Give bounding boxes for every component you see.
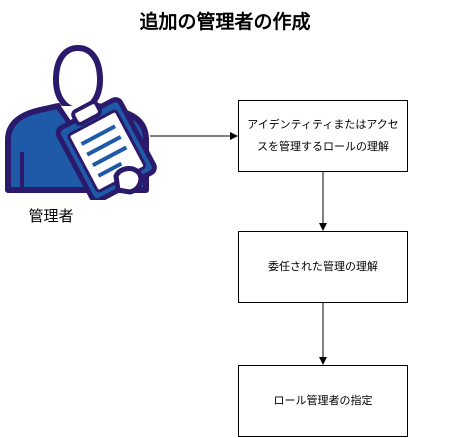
step-box-assign-role-administrator: ロール管理者の指定	[238, 365, 408, 437]
step-label: ロール管理者の指定	[273, 394, 373, 407]
step-label: 委任された管理の理解	[268, 260, 378, 273]
hand-shape	[113, 166, 144, 195]
step-label: アイデンティティまたはアクセスを管理するロールの理解	[247, 118, 399, 153]
actor-label: 管理者	[28, 207, 74, 225]
administrator-icon	[5, 44, 157, 200]
step-box-understand-identity-access-roles: アイデンティティまたはアクセスを管理するロールの理解	[238, 100, 408, 172]
step-box-understand-delegated-administration: 委任された管理の理解	[238, 231, 408, 303]
diagram-title: 追加の管理者の作成	[139, 11, 311, 33]
